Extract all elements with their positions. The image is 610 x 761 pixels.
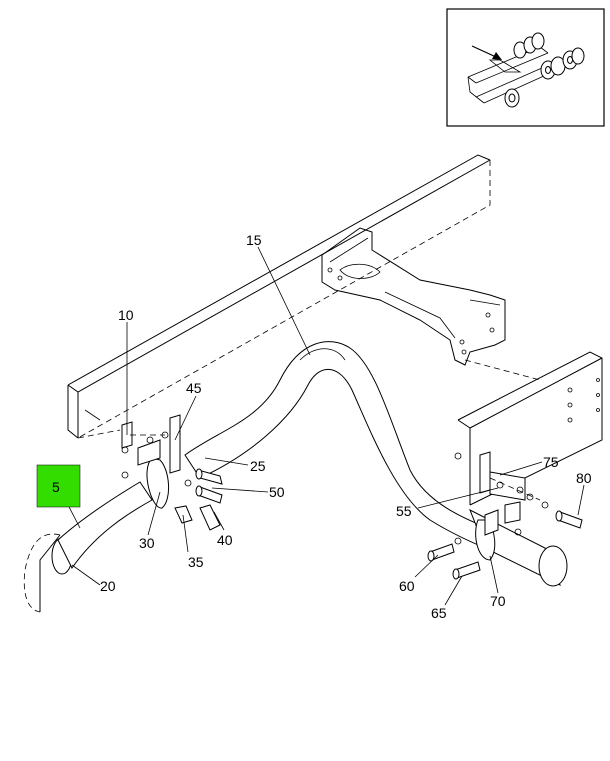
bolt-60: [427, 543, 455, 562]
callout-70[interactable]: 70: [490, 593, 506, 609]
frame-rail-upper: [67, 154, 491, 439]
highlight-box-5[interactable]: [36, 464, 81, 508]
washer-60: [454, 537, 462, 545]
callout-45[interactable]: 45: [186, 380, 202, 396]
callout-55[interactable]: 55: [396, 503, 412, 519]
callout-60[interactable]: 60: [399, 578, 415, 594]
crossmember: [321, 227, 541, 381]
leader-lines: [67, 246, 585, 606]
callout-5[interactable]: 5: [52, 479, 60, 495]
arrow-right-icon: [471, 45, 502, 60]
callout-20[interactable]: 20: [100, 578, 116, 594]
frame-rail-lower-right: [457, 351, 603, 506]
callout-35[interactable]: 35: [188, 554, 204, 570]
vehicle-chassis-locator-icon: [467, 32, 585, 108]
callout-75[interactable]: 75: [543, 454, 559, 470]
bolt-40: [199, 504, 221, 531]
callout-40[interactable]: 40: [217, 532, 233, 548]
callout-30[interactable]: 30: [139, 535, 155, 551]
bolt-35: [174, 505, 193, 524]
bracket-assembly-left: [121, 414, 192, 509]
callout-65[interactable]: 65: [431, 605, 447, 621]
bolt-50: [195, 485, 223, 504]
bolt-65: [452, 561, 481, 580]
callout-50[interactable]: 50: [269, 484, 285, 500]
callout-10[interactable]: 10: [118, 307, 134, 323]
bolt-80: [555, 510, 583, 529]
exhaust-pipe-5: [57, 481, 153, 569]
bracket-assembly-right: [454, 451, 549, 561]
callout-15[interactable]: 15: [246, 232, 262, 248]
callout-25[interactable]: 25: [250, 458, 266, 474]
locator-inset: [446, 8, 605, 127]
callout-80[interactable]: 80: [576, 470, 592, 486]
bolt-25: [195, 468, 223, 485]
